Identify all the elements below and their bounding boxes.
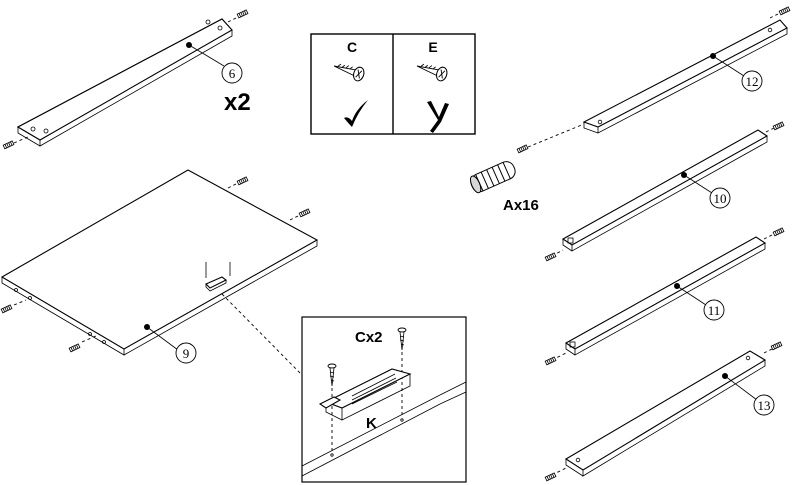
quantity-label: x2 <box>224 89 251 116</box>
screw-quantity-label: Cx2 <box>355 329 383 346</box>
callout-12: 12 <box>742 71 762 91</box>
screw-e-label: E <box>428 39 437 55</box>
svg-text:13: 13 <box>758 398 771 413</box>
screw-comparison-box: C E <box>311 34 475 134</box>
svg-text:11: 11 <box>708 303 721 318</box>
callout-13: 13 <box>754 395 774 415</box>
rail-11 <box>545 228 784 365</box>
dowel-quantity-label: Ax16 <box>503 197 539 214</box>
callout-10: 10 <box>710 188 730 208</box>
svg-text:10: 10 <box>714 191 727 206</box>
panel-9 <box>1 170 317 375</box>
screw-c-label: C <box>347 39 357 55</box>
svg-text:9: 9 <box>183 346 190 361</box>
dowel-a-icon <box>468 159 517 194</box>
svg-text:6: 6 <box>229 66 236 81</box>
svg-text:12: 12 <box>746 74 759 89</box>
catch-detail-inset: Cx2 K <box>302 317 466 482</box>
callout-6: 6 <box>222 63 242 83</box>
catch-k-label: K <box>366 415 377 432</box>
callout-9: 9 <box>176 343 196 363</box>
panel-6 <box>3 10 248 149</box>
rail-10 <box>545 122 784 261</box>
callout-11: 11 <box>704 300 724 320</box>
panel-13 <box>545 342 782 481</box>
